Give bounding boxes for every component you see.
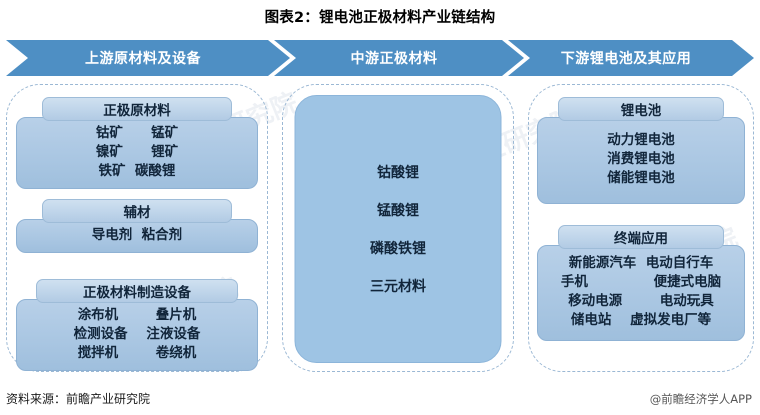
group-header: 终端应用 [558, 225, 724, 249]
list-item: 搅拌机 卷绕机 [77, 345, 197, 362]
group-raw-materials: 正极原材料 钴矿 锰矿 镍矿 锂矿 铁矿 碳酸锂 [7, 97, 267, 190]
page-title: 图表2：锂电池正极材料产业链结构 [264, 10, 496, 26]
group-body: 涂布机 叠片机 检测设备 注液设备 搅拌机 卷绕机 [16, 299, 258, 372]
column-midstream: 钴酸锂 锰酸锂 磷酸铁锂 三元材料 [282, 84, 514, 372]
group-manufacturing-equipment: 正极材料制造设备 涂布机 叠片机 检测设备 注液设备 搅拌机 卷绕机 [7, 279, 267, 372]
banner-upstream: 上游原材料及设备 [6, 40, 290, 76]
group-body: 钴矿 锰矿 镍矿 锂矿 铁矿 碳酸锂 [16, 117, 258, 190]
list-item: 移动电源 电动玩具 [568, 293, 714, 310]
list-item: 磷酸铁锂 [370, 241, 426, 257]
stage-banner-row: 上游原材料及设备 中游正极材料 下游锂电池及其应用 [6, 40, 754, 76]
banner-downstream: 下游锂电池及其应用 [508, 40, 754, 76]
source-note: 资料来源：前瞻产业研究院 [6, 392, 151, 406]
group-body: 导电剂 粘合剂 [16, 219, 258, 254]
list-item: 铁矿 碳酸锂 [98, 163, 176, 180]
group-lithium-battery: 锂电池 动力锂电池 消费锂电池 储能锂电池 [529, 97, 753, 205]
list-item: 储能锂电池 [607, 170, 675, 187]
group-header: 锂电池 [558, 97, 724, 121]
list-item: 动力锂电池 [607, 132, 675, 148]
group-header: 正极原材料 [42, 97, 232, 121]
list-item: 导电剂 粘合剂 [91, 227, 183, 243]
list-item: 钴矿 锰矿 [95, 125, 179, 141]
list-item: 消费锂电池 [607, 151, 675, 168]
list-item: 手机 便捷式电脑 [560, 274, 722, 291]
group-body: 新能源汽车 电动自行车 手机 便捷式电脑 移动电源 电动玩具 储电站 虚拟发电厂… [536, 245, 746, 341]
list-item: 镍矿 锂矿 [95, 144, 179, 161]
group-terminal-application: 终端应用 新能源汽车 电动自行车 手机 便捷式电脑 移动电源 电动玩具 储电站 … [529, 225, 753, 341]
group-body: 动力锂电池 消费锂电池 储能锂电池 [536, 117, 746, 205]
banner-midstream: 中游正极材料 [274, 40, 524, 76]
list-item: 涂布机 叠片机 [77, 307, 197, 323]
list-item: 三元材料 [370, 279, 426, 295]
column-upstream: 正极原材料 钴矿 锰矿 镍矿 锂矿 铁矿 碳酸锂 辅材 导电剂 粘合剂 正极材料… [6, 84, 268, 372]
list-item: 检测设备 注液设备 [73, 326, 201, 343]
group-header: 正极材料制造设备 [35, 279, 239, 303]
group-auxiliary-materials: 辅材 导电剂 粘合剂 [7, 199, 267, 254]
midstream-panel: 钴酸锂 锰酸锂 磷酸铁锂 三元材料 [294, 95, 502, 363]
list-item: 新能源汽车 电动自行车 [568, 255, 714, 271]
group-header: 辅材 [42, 199, 232, 223]
column-downstream: 锂电池 动力锂电池 消费锂电池 储能锂电池 终端应用 新能源汽车 电动自行车 手… [528, 84, 754, 372]
list-item: 储电站 虚拟发电厂等 [570, 312, 712, 329]
list-item: 锰酸锂 [377, 203, 419, 219]
list-item: 钴酸锂 [377, 165, 419, 181]
credit-note: @前瞻经济学人APP [649, 392, 752, 406]
